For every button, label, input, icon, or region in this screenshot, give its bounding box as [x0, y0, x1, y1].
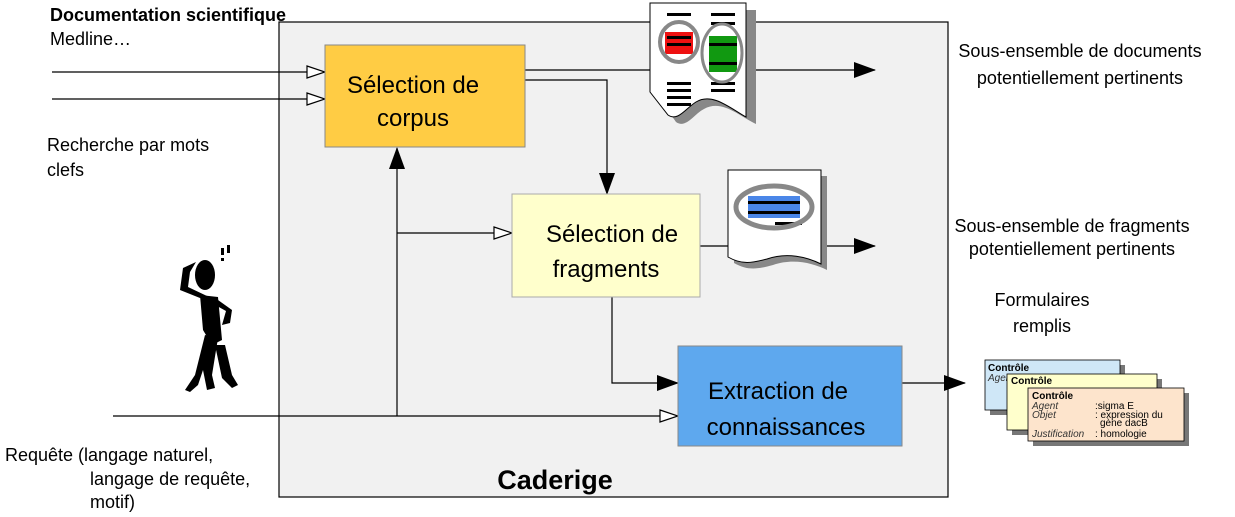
- box-extraction-label-2: connaissances: [707, 414, 866, 441]
- output-fragments-2: potentiellement pertinents: [969, 239, 1175, 259]
- query-label-1: Requête (langage naturel,: [5, 445, 213, 465]
- box-fragments-label-1: Sélection de: [546, 221, 678, 248]
- form-object-value-1: : expression du: [1095, 410, 1163, 421]
- query-label-2: langage de requête,: [90, 469, 250, 489]
- system-name: Caderige: [497, 465, 613, 495]
- connectors: [52, 62, 966, 416]
- box-corpus-label-1: Sélection de: [347, 72, 479, 99]
- box-extraction-label-1: Extraction de: [708, 378, 848, 405]
- fragment-document-icon: [727, 169, 827, 270]
- query-label-3: motif): [90, 492, 135, 512]
- box-corpus-label-2: corpus: [377, 105, 449, 132]
- output-forms-2: remplis: [1013, 316, 1071, 336]
- output-documents-2: potentiellement pertinents: [977, 68, 1183, 88]
- form-object-label: Objet: [1032, 410, 1057, 421]
- documents-icon: [649, 2, 756, 124]
- box-knowledge-extraction: Extraction de connaissances: [677, 345, 903, 447]
- form-justification-value: : homologie: [1095, 429, 1147, 440]
- form-justification-label: Justification: [1031, 429, 1085, 440]
- form-object-value-2: gène dacB: [1100, 418, 1148, 429]
- filled-forms-stack: Contrôle Agent Contrôle Contrôle Agent :…: [984, 359, 1189, 446]
- form-agent-label: Agent: [1031, 401, 1059, 412]
- source-sub: Medline…: [50, 29, 131, 49]
- box-fragment-selection: Sélection de fragments: [511, 193, 701, 298]
- form-card-title: Contrôle: [1032, 391, 1074, 402]
- box-fragments-label-2: fragments: [553, 256, 660, 283]
- form-card-middle-title: Contrôle: [1011, 376, 1053, 387]
- keywords-label-1: Recherche par mots: [47, 135, 209, 155]
- source-title: Documentation scientifique: [50, 5, 286, 25]
- form-agent-value: :sigma E: [1095, 401, 1134, 412]
- output-documents-1: Sous-ensemble de documents: [958, 41, 1201, 61]
- output-fragments-1: Sous-ensemble de fragments: [954, 216, 1189, 236]
- keywords-label-2: clefs: [47, 160, 84, 180]
- form-card-back-agent: Agent: [987, 373, 1015, 384]
- form-card-back-title: Contrôle: [988, 363, 1030, 374]
- user-thinking-icon: [180, 245, 238, 392]
- output-forms-1: Formulaires: [994, 290, 1089, 310]
- box-corpus-selection: Sélection de corpus: [324, 44, 526, 148]
